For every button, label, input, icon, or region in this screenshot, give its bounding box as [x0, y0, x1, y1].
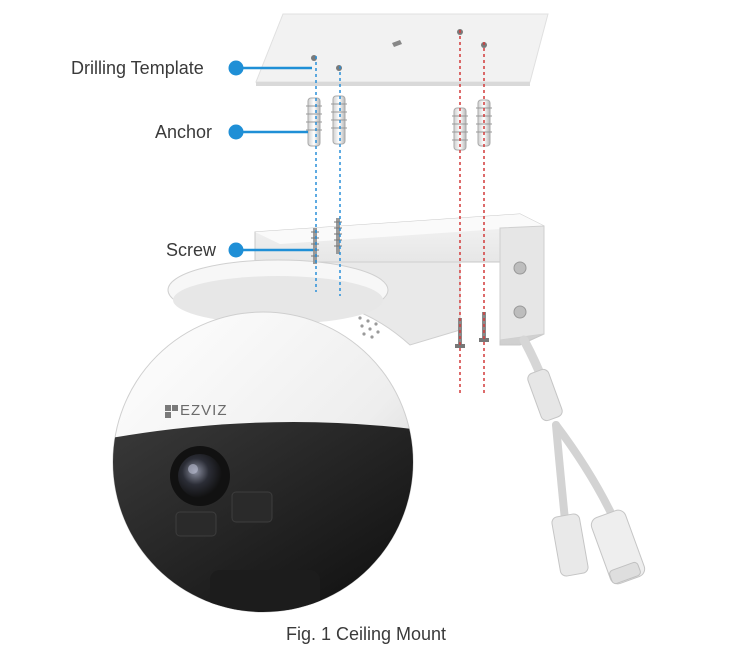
template-hole [336, 65, 342, 71]
callout-drilling-template: Drilling Template [71, 58, 204, 78]
anchors [306, 95, 492, 151]
camera-dome: EZVIZ [112, 311, 414, 613]
anchor [306, 97, 322, 147]
mounting-bracket [167, 213, 545, 346]
callout-screw: Screw [166, 240, 217, 260]
drilling-template-plate [255, 13, 549, 86]
figure-caption: Fig. 1 Ceiling Mount [285, 624, 447, 644]
callout-leaders [228, 60, 313, 258]
anchor [331, 95, 347, 145]
alignment-guides [315, 30, 485, 394]
cables [519, 335, 646, 585]
screw [334, 218, 342, 254]
callout-anchor: Anchor [155, 122, 213, 142]
brand-logo: EZVIZ [180, 402, 228, 419]
screw [311, 228, 319, 264]
